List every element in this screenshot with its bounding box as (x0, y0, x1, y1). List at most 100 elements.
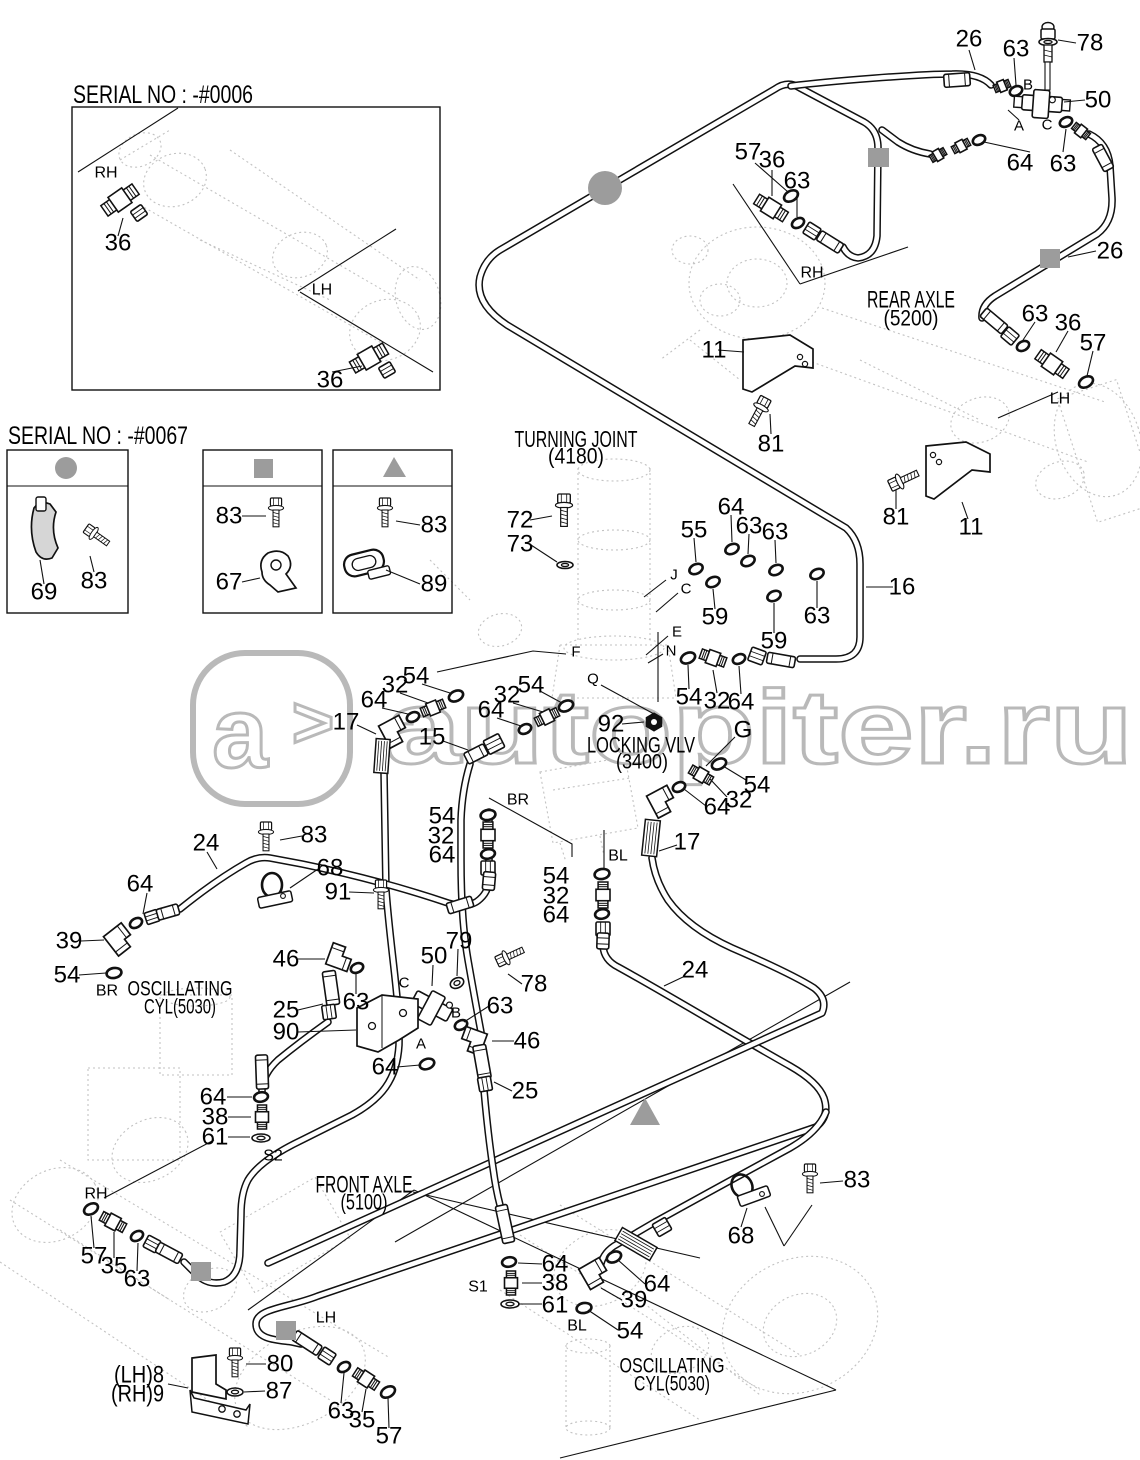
svg-text:LH: LH (1050, 391, 1070, 408)
svg-text:BL: BL (608, 848, 628, 865)
svg-text:autopiter.ru: autopiter.ru (385, 670, 1133, 786)
svg-text:57: 57 (376, 1423, 403, 1450)
svg-text:RH: RH (800, 265, 823, 282)
svg-text:SERIAL NO : -#0006: SERIAL NO : -#0006 (73, 81, 253, 109)
svg-text:57: 57 (81, 1243, 108, 1270)
svg-text:59: 59 (761, 628, 788, 655)
svg-text:63: 63 (1050, 151, 1077, 178)
svg-text:90: 90 (273, 1019, 300, 1046)
svg-text:64: 64 (1007, 150, 1034, 177)
svg-text:38: 38 (542, 1270, 569, 1297)
svg-text:64: 64 (542, 1251, 569, 1278)
svg-text:A: A (416, 1036, 426, 1053)
svg-text:54: 54 (518, 672, 545, 699)
svg-text:54: 54 (54, 962, 81, 989)
svg-text:39: 39 (621, 1287, 648, 1314)
svg-text:26: 26 (956, 26, 983, 53)
svg-text:63: 63 (487, 993, 514, 1020)
svg-text:81: 81 (758, 431, 785, 458)
svg-text:F: F (571, 644, 580, 661)
svg-text:92: 92 (598, 711, 625, 738)
svg-text:RH: RH (84, 1186, 107, 1203)
svg-text:C: C (399, 975, 410, 992)
svg-text:32: 32 (704, 688, 731, 715)
svg-text:63: 63 (328, 1398, 355, 1425)
svg-text:64: 64 (127, 871, 154, 898)
svg-text:64: 64 (429, 842, 456, 869)
svg-text:80: 80 (267, 1351, 294, 1378)
svg-text:64: 64 (478, 697, 505, 724)
svg-text:50: 50 (1085, 87, 1112, 114)
svg-text:68: 68 (317, 855, 344, 882)
svg-text:BR: BR (507, 792, 529, 809)
svg-text:64: 64 (718, 494, 745, 521)
svg-text:36: 36 (1055, 310, 1082, 337)
svg-text:63: 63 (1022, 301, 1049, 328)
svg-text:A: A (1014, 118, 1024, 135)
svg-text:39: 39 (56, 928, 83, 955)
svg-text:57: 57 (1080, 330, 1107, 357)
svg-text:15: 15 (419, 724, 446, 751)
svg-text:26: 26 (1097, 238, 1124, 265)
svg-text:63: 63 (124, 1266, 151, 1293)
svg-text:59: 59 (702, 604, 729, 631)
svg-text:LH: LH (312, 282, 332, 299)
svg-text:(5100): (5100) (341, 1190, 388, 1215)
svg-text:63: 63 (343, 989, 370, 1016)
svg-text:(4180): (4180) (548, 444, 604, 469)
svg-text:LOCKING VLV: LOCKING VLV (587, 733, 695, 758)
svg-text:11: 11 (702, 337, 727, 364)
svg-text:36: 36 (759, 147, 786, 174)
svg-text:54: 54 (744, 772, 771, 799)
svg-text:(RH)9: (RH)9 (111, 1381, 164, 1408)
svg-text:N: N (666, 643, 677, 660)
svg-text:32: 32 (382, 672, 409, 699)
svg-text:63: 63 (784, 168, 811, 195)
svg-text:J: J (670, 567, 678, 584)
svg-text:68: 68 (728, 1223, 755, 1250)
svg-text:78: 78 (1077, 30, 1104, 57)
svg-text:81: 81 (883, 504, 910, 531)
svg-text:54: 54 (617, 1318, 644, 1345)
svg-text:(5200): (5200) (884, 306, 939, 331)
svg-text:32: 32 (428, 823, 455, 850)
svg-text:>: > (292, 683, 334, 763)
svg-text:11: 11 (959, 514, 984, 541)
svg-text:54: 54 (676, 684, 703, 711)
svg-text:83: 83 (421, 512, 448, 539)
svg-text:73: 73 (507, 531, 534, 558)
svg-text:64: 64 (361, 687, 388, 714)
svg-text:54: 54 (543, 863, 570, 890)
svg-text:83: 83 (216, 503, 243, 530)
svg-text:63: 63 (804, 603, 831, 630)
svg-text:(LH)8: (LH)8 (114, 1362, 164, 1389)
svg-text:BL: BL (567, 1318, 587, 1335)
svg-text:OSCILLATING: OSCILLATING (620, 1355, 725, 1378)
svg-text:REAR AXLE: REAR AXLE (867, 287, 955, 314)
svg-text:55: 55 (681, 517, 708, 544)
svg-text:54: 54 (403, 663, 430, 690)
svg-text:46: 46 (514, 1028, 541, 1055)
svg-text:Q: Q (587, 671, 599, 688)
svg-text:(3400): (3400) (616, 751, 668, 774)
svg-text:24: 24 (193, 830, 220, 857)
svg-text:17: 17 (674, 829, 701, 856)
svg-text:E: E (672, 624, 682, 641)
svg-text:64: 64 (644, 1271, 671, 1298)
svg-text:63: 63 (736, 513, 763, 540)
svg-text:78: 78 (521, 971, 548, 998)
svg-text:BR: BR (96, 983, 118, 1000)
svg-text:24: 24 (682, 957, 709, 984)
svg-text:B: B (451, 1005, 461, 1022)
svg-text:54: 54 (429, 803, 456, 830)
svg-text:67: 67 (216, 569, 243, 596)
svg-text:B: B (1023, 77, 1033, 94)
svg-text:TURNING JOINT: TURNING JOINT (515, 426, 638, 452)
svg-text:35: 35 (101, 1253, 128, 1280)
svg-text:63: 63 (1003, 36, 1030, 63)
svg-text:C: C (1042, 117, 1053, 134)
svg-text:50: 50 (421, 943, 448, 970)
svg-text:36: 36 (317, 367, 344, 394)
svg-text:69: 69 (31, 579, 58, 606)
svg-text:61: 61 (542, 1292, 569, 1319)
